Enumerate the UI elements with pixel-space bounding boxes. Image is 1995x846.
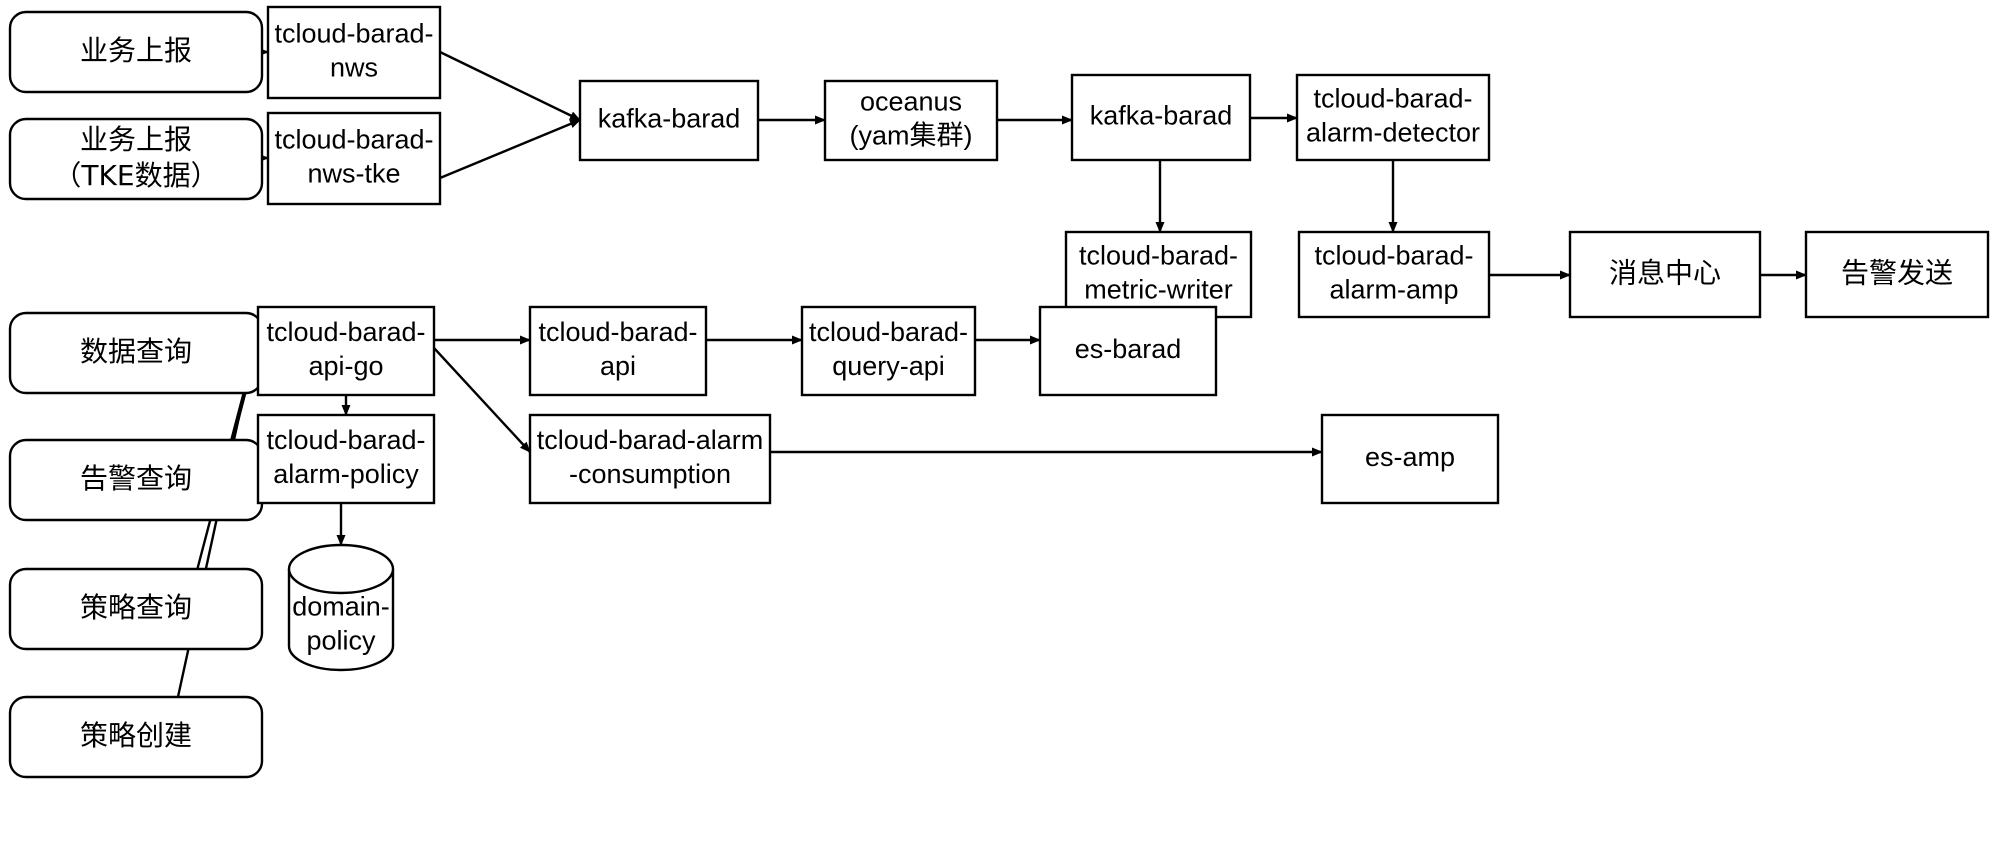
node-nws-tke[interactable]: tcloud-barad-nws-tke — [266, 111, 442, 206]
node-label-alarm-amp: alarm-amp — [1329, 275, 1458, 305]
edge-nws-tke-to-kafka-barad-1 — [439, 118, 581, 180]
node-shape-rect — [256, 305, 436, 397]
edge-api-go-to-alarm-consumption — [433, 347, 531, 453]
node-label-biz-report: 业务上报 — [80, 34, 192, 67]
node-label-domain-policy: domain- — [292, 592, 390, 622]
edge-policy-create-to-api-go — [174, 347, 257, 707]
node-alarm-query[interactable]: 告警查询 — [8, 438, 264, 522]
node-label-nws-tke: tcloud-barad- — [274, 125, 433, 155]
node-label-api-go: api-go — [308, 351, 383, 381]
node-shape-rect — [266, 5, 442, 100]
node-alarm-send[interactable]: 告警发送 — [1804, 230, 1990, 319]
node-label-biz-report-tke: （TKE数据） — [53, 159, 218, 192]
node-label-metric-writer: metric-writer — [1084, 275, 1233, 305]
node-label-policy-create: 策略创建 — [80, 719, 192, 752]
node-alarm-consumption[interactable]: tcloud-barad-alarm -consumption — [528, 413, 772, 505]
node-oceanus[interactable]: oceanus (yam集群) — [823, 79, 999, 162]
node-label-es-amp: es-amp — [1365, 442, 1455, 472]
node-label-policy-query: 策略查询 — [80, 591, 192, 624]
node-shape-rect — [1070, 73, 1252, 162]
node-label-alarm-consumption: tcloud-barad-alarm — [537, 425, 764, 455]
node-label-alarm-consumption: -consumption — [569, 459, 731, 489]
node-shape-rect — [800, 305, 977, 397]
node-shape-rect — [1320, 413, 1500, 505]
node-label-metric-writer: tcloud-barad- — [1079, 241, 1238, 271]
node-label-kafka-barad-1: kafka-barad — [598, 104, 741, 134]
node-label-alarm-query: 告警查询 — [80, 462, 192, 495]
node-domain-policy[interactable]: domain-policy — [287, 543, 395, 672]
node-label-biz-report-tke: 业务上报 — [80, 123, 192, 156]
node-shape-rect — [823, 79, 999, 162]
node-shape-rect — [256, 413, 436, 505]
node-shape-rounded — [8, 10, 264, 94]
node-kafka-barad-2[interactable]: kafka-barad — [1070, 73, 1252, 162]
node-shape-rect — [528, 305, 708, 397]
node-label-alarm-policy: alarm-policy — [273, 459, 419, 489]
node-label-api-go: tcloud-barad- — [266, 317, 425, 347]
node-shape-rounded — [8, 695, 264, 779]
node-biz-report[interactable]: 业务上报 — [8, 10, 264, 94]
node-kafka-barad-1[interactable]: kafka-barad — [578, 79, 760, 162]
node-label-oceanus: oceanus — [860, 87, 962, 117]
node-message-center[interactable]: 消息中心 — [1568, 230, 1762, 319]
node-shape-rect — [528, 413, 772, 505]
node-es-amp[interactable]: es-amp — [1320, 413, 1500, 505]
node-label-data-query: 数据查询 — [80, 335, 192, 368]
node-label-domain-policy: policy — [306, 626, 376, 656]
node-label-alarm-detector: tcloud-barad- — [1313, 84, 1472, 114]
node-label-oceanus: (yam集群) — [850, 121, 973, 151]
edge-nws-to-kafka-barad-1 — [439, 50, 581, 122]
node-shape-rounded — [8, 567, 264, 651]
nodes-layer: 业务上报业务上报（TKE数据）tcloud-barad-nwstcloud-ba… — [8, 5, 1990, 779]
node-shape-rect — [578, 79, 760, 162]
node-shape-cylinder-top — [287, 568, 395, 595]
node-policy-create[interactable]: 策略创建 — [8, 695, 264, 779]
node-label-query-api: query-api — [832, 351, 945, 381]
node-es-barad[interactable]: es-barad — [1038, 305, 1218, 397]
node-label-barad-api: tcloud-barad- — [538, 317, 697, 347]
node-label-alarm-amp: tcloud-barad- — [1314, 241, 1473, 271]
node-shape-rect — [1064, 230, 1253, 319]
node-shape-rect — [1295, 73, 1491, 162]
node-label-query-api: tcloud-barad- — [809, 317, 968, 347]
node-shape-rect — [1297, 230, 1491, 319]
node-alarm-detector[interactable]: tcloud-barad-alarm-detector — [1295, 73, 1491, 162]
node-label-alarm-policy: tcloud-barad- — [266, 425, 425, 455]
node-shape-rect — [1568, 230, 1762, 319]
node-barad-api[interactable]: tcloud-barad-api — [528, 305, 708, 397]
node-shape-rounded — [8, 117, 264, 201]
node-shape-rect — [1804, 230, 1990, 319]
node-api-go[interactable]: tcloud-barad-api-go — [256, 305, 436, 397]
node-label-nws-tke: nws-tke — [307, 159, 400, 189]
node-label-nws: nws — [330, 53, 378, 83]
node-label-barad-api: api — [600, 351, 636, 381]
node-biz-report-tke[interactable]: 业务上报（TKE数据） — [8, 117, 264, 201]
node-metric-writer[interactable]: tcloud-barad-metric-writer — [1064, 230, 1253, 319]
node-label-message-center: 消息中心 — [1609, 257, 1721, 290]
node-alarm-policy[interactable]: tcloud-barad-alarm-policy — [256, 413, 436, 505]
node-label-alarm-detector: alarm-detector — [1306, 118, 1480, 148]
node-data-query[interactable]: 数据查询 — [8, 311, 264, 395]
node-policy-query[interactable]: 策略查询 — [8, 567, 264, 651]
node-shape-rect — [1038, 305, 1218, 397]
node-label-kafka-barad-2: kafka-barad — [1090, 101, 1233, 131]
node-shape-rect — [266, 111, 442, 206]
node-label-nws: tcloud-barad- — [274, 19, 433, 49]
node-label-alarm-send: 告警发送 — [1841, 257, 1953, 290]
node-alarm-amp[interactable]: tcloud-barad-alarm-amp — [1297, 230, 1491, 319]
node-nws[interactable]: tcloud-barad-nws — [266, 5, 442, 100]
node-query-api[interactable]: tcloud-barad-query-api — [800, 305, 977, 397]
node-label-es-barad: es-barad — [1075, 334, 1182, 364]
